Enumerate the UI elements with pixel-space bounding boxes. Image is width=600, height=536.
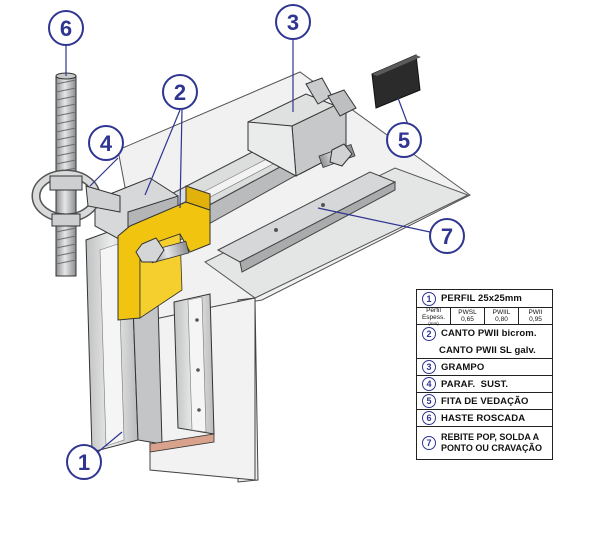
legend-row-5: 5 FITA DE VEDAÇÃO: [417, 393, 552, 410]
legend-label-6: HASTE ROSCADA: [441, 412, 526, 424]
thickness-header: Perfil Espess. (mm): [417, 306, 451, 326]
thickness-col-name: PWIIL: [492, 309, 511, 316]
callout-2: 2: [162, 74, 198, 110]
legend-label-2: CANTO PWII bicrom.: [441, 328, 537, 339]
legend-num-3: 3: [422, 360, 436, 374]
callout-5: 5: [386, 122, 422, 158]
thickness-col-pwii: PWII 0,95: [519, 308, 552, 324]
callout-3: 3: [275, 4, 311, 40]
legend-row-2b: CANTO PWII SL galv.: [417, 342, 552, 359]
svg-text:3: 3: [287, 10, 299, 35]
callout-7: 7: [429, 218, 465, 254]
svg-text:7: 7: [441, 224, 453, 249]
legend-num-2: 2: [422, 326, 436, 341]
legend-label-7: REBITE POP, SOLDA A PONTO OU CRAVAÇÃO: [441, 432, 542, 454]
legend-row-2: 2 CANTO PWII bicrom.: [417, 325, 552, 342]
legend-row-3: 3 GRAMPO: [417, 359, 552, 376]
svg-text:6: 6: [60, 16, 72, 41]
svg-text:1: 1: [78, 450, 90, 475]
legend-row-1: 1 PERFIL 25x25mm: [417, 290, 552, 308]
legend-label-5: FITA DE VEDAÇÃO: [441, 395, 529, 407]
legend-label-2b: CANTO PWII SL galv.: [439, 344, 536, 356]
thickness-col-value: 0,65: [461, 316, 474, 323]
thickness-header-line2: Espess.: [421, 313, 446, 321]
thickness-header-line1: Perfil: [426, 306, 441, 314]
callout-6: 6: [48, 10, 84, 46]
legend-row-6: 6 HASTE ROSCADA: [417, 410, 552, 427]
rod-eye-bracket: [31, 169, 121, 227]
legend-num-1: 1: [422, 291, 436, 306]
thickness-col-pwiil: PWIIL 0,80: [485, 308, 519, 324]
thickness-col-pwsl: PWSL 0,65: [451, 308, 485, 324]
thickness-col-name: PWII: [528, 309, 543, 316]
callout-4: 4: [88, 125, 124, 161]
svg-text:4: 4: [100, 131, 113, 156]
legend-table: 1 PERFIL 25x25mm Perfil Espess. (mm) PWS…: [416, 289, 553, 460]
sealing-tape: [371, 54, 421, 109]
legend-num-7: 7: [422, 436, 436, 450]
legend-row-7: 7 REBITE POP, SOLDA A PONTO OU CRAVAÇÃO: [417, 427, 552, 459]
legend-num-6: 6: [422, 411, 436, 425]
svg-text:5: 5: [398, 128, 410, 153]
svg-text:2: 2: [174, 80, 186, 105]
legend-label-4: PARAF. SUST.: [441, 378, 509, 390]
legend-num-5: 5: [422, 394, 436, 408]
legend-num-4: 4: [422, 377, 436, 391]
thickness-header-unit: (mm): [428, 320, 439, 326]
legend-row-4: 4 PARAF. SUST.: [417, 376, 552, 393]
thickness-col-value: 0,80: [495, 316, 508, 323]
legend-label-1: PERFIL 25x25mm: [441, 293, 522, 304]
clamp-bolt: [318, 143, 356, 168]
thickness-table: Perfil Espess. (mm) PWSL 0,65 PWIIL 0,80…: [417, 306, 552, 326]
support-bolt: [135, 237, 190, 264]
leader-lines: [65, 40, 431, 453]
legend-label-7-line2: PONTO OU CRAVAÇÃO: [441, 443, 543, 453]
callout-1: 1: [66, 444, 102, 480]
legend-label-3: GRAMPO: [441, 361, 485, 373]
thickness-col-value: 0,95: [529, 316, 542, 323]
thickness-col-name: PWSL: [458, 309, 477, 316]
legend-label-7-line1: REBITE POP, SOLDA A: [441, 432, 540, 442]
